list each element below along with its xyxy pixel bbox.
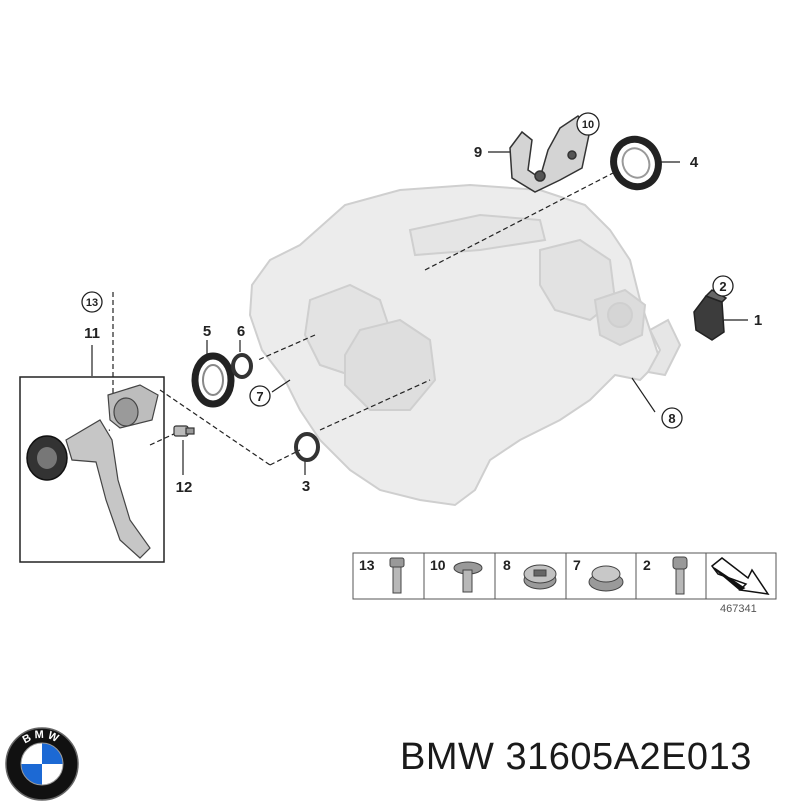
- caption-part-number: 31605A2E013: [505, 736, 752, 778]
- parts-legend-table: 13 10 8 7 2: [352, 552, 777, 615]
- transmission-housing: [248, 183, 682, 507]
- callout-9: 9: [474, 144, 482, 161]
- release-assembly-11: [19, 376, 165, 563]
- callout-3: 3: [302, 478, 310, 495]
- svg-text:13: 13: [86, 297, 98, 309]
- callout-6: 6: [237, 323, 245, 340]
- bmw-logo: BMW: [5, 727, 79, 801]
- seal-ring-3: [294, 432, 320, 462]
- svg-text:BMW: BMW: [21, 729, 64, 747]
- seal-ring-4: [610, 135, 662, 191]
- legend-label-13: 13: [359, 557, 375, 573]
- legend-label-2: 2: [643, 557, 651, 573]
- seal-ring-5: [191, 352, 235, 408]
- callout-12: 12: [176, 479, 193, 496]
- bolt-part-12: [173, 425, 195, 437]
- callout-11: 11: [84, 325, 100, 342]
- svg-text:7: 7: [256, 389, 263, 404]
- legend-label-10: 10: [430, 557, 446, 573]
- part-number-caption: BMW 31605A2E013: [400, 736, 792, 779]
- diagram-code: 467341: [720, 603, 757, 615]
- callout-7: 7: [249, 385, 271, 407]
- svg-text:8: 8: [668, 411, 675, 426]
- bracket-9-10: [509, 115, 591, 193]
- legend-label-8: 8: [503, 557, 511, 573]
- svg-text:10: 10: [582, 119, 594, 131]
- callout-13: 13: [81, 291, 103, 313]
- legend-screw-10: [453, 561, 483, 593]
- svg-text:2: 2: [719, 279, 726, 294]
- legend-screw-13: [389, 557, 405, 594]
- legend-plug-7: [588, 565, 624, 592]
- callout-5: 5: [203, 323, 211, 340]
- seal-ring-6: [231, 353, 253, 379]
- caption-brand: BMW: [400, 736, 495, 778]
- callout-2: 2: [712, 275, 734, 297]
- mount-part-1: [693, 289, 728, 341]
- callout-4: 4: [690, 154, 699, 171]
- callout-10: 10: [576, 112, 600, 136]
- legend-screw-2: [672, 556, 688, 595]
- legend-label-7: 7: [573, 557, 581, 573]
- callout-1: 1: [754, 312, 762, 329]
- callout-8: 8: [661, 407, 683, 429]
- legend-plug-8: [523, 564, 557, 590]
- direction-arrow-icon: [710, 557, 770, 595]
